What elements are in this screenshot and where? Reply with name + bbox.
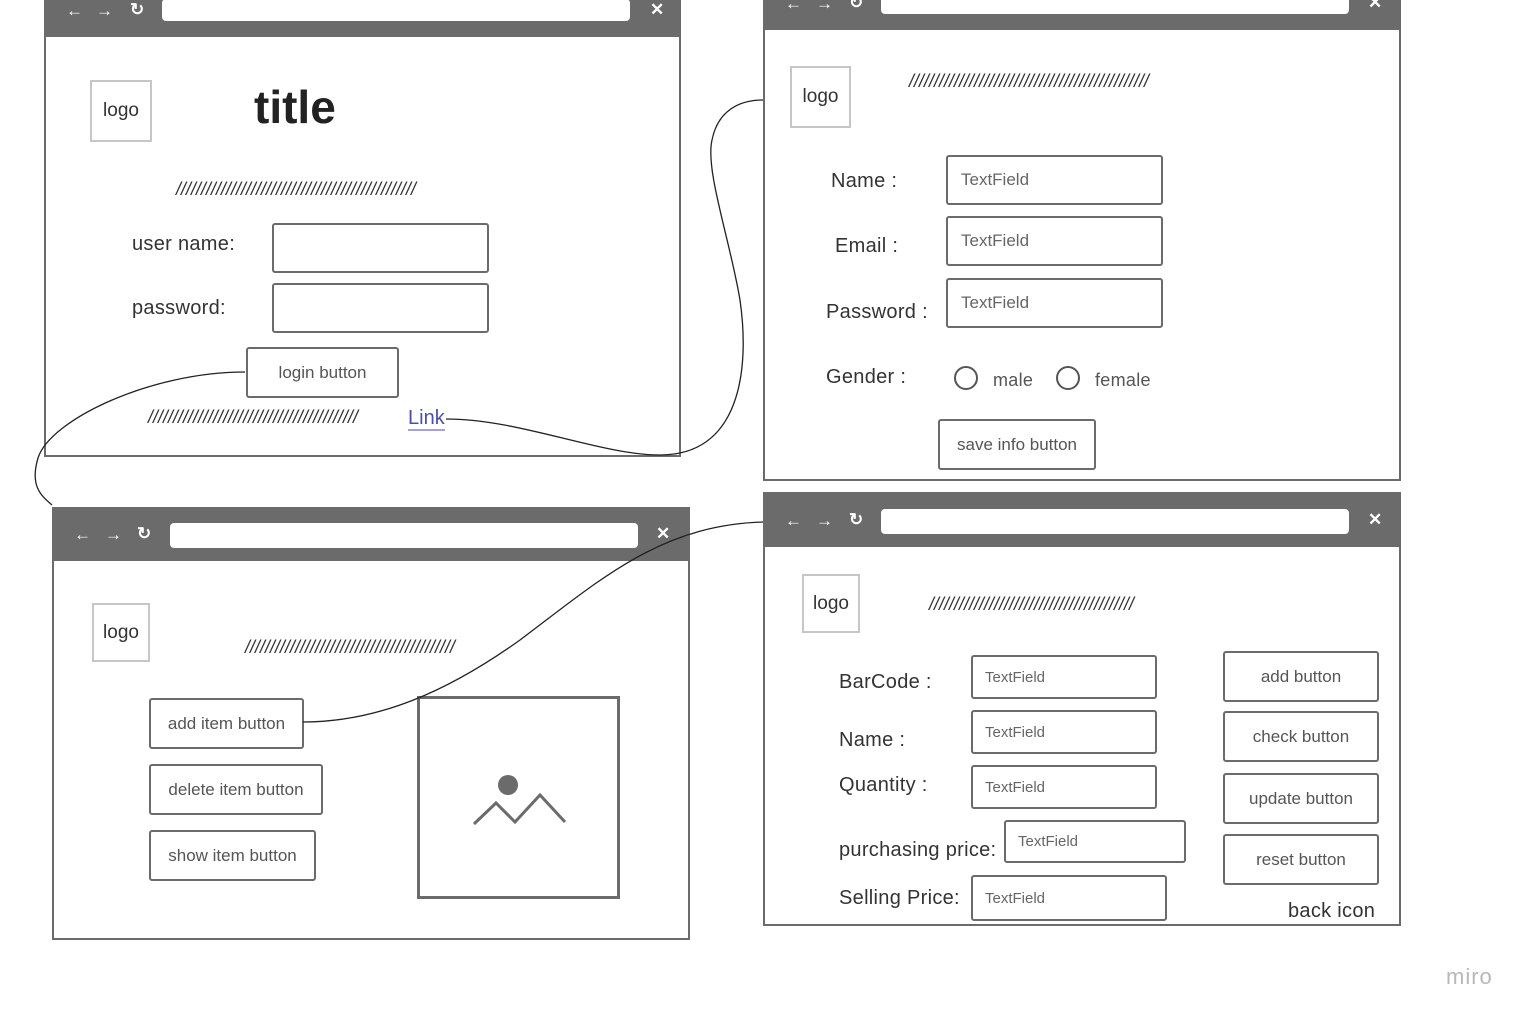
close-icon[interactable]: ✕ [650,0,665,19]
back-icon-label[interactable]: back icon [1288,900,1376,922]
purchasing-price-field[interactable]: TextField [1004,820,1186,863]
login-button[interactable]: login button [246,347,399,398]
username-label: user name: [132,233,236,255]
image-icon [472,775,567,826]
login-window: ← → ↻ ✕ logo title /////////////////////… [44,0,681,457]
purchasing-price-label: purchasing price: [839,839,997,861]
logo: logo [802,574,860,633]
back-arrow-icon[interactable]: ← [785,0,802,13]
placeholder-text: ////////////////////////////////////////… [909,71,1150,91]
address-bar[interactable] [881,0,1349,14]
password-label: password: [132,297,226,319]
selling-price-label: Selling Price: [839,887,960,909]
register-link[interactable]: Link [408,407,445,431]
image-placeholder [417,696,620,899]
reload-icon[interactable]: ↻ [849,0,864,12]
miro-watermark: miro [1446,964,1493,989]
address-bar[interactable] [170,523,638,548]
update-button[interactable]: update button [1223,773,1379,824]
female-label: female [1095,370,1151,390]
page-title: title [254,81,336,133]
items-window: ← → ↻ ✕ logo ///////////////////////////… [52,507,690,940]
password-field[interactable] [272,283,489,333]
name-label: Name : [839,729,906,751]
product-window: ← → ↻ ✕ logo ///////////////////////////… [763,492,1401,926]
quantity-label: Quantity : [839,774,928,796]
placeholder-text: ////////////////////////////////////////… [929,594,1135,614]
close-icon[interactable]: ✕ [1368,510,1383,529]
logo: logo [92,603,150,662]
reload-icon[interactable]: ↻ [130,0,145,19]
logo: logo [90,80,152,142]
male-radio[interactable] [954,366,978,390]
logo: logo [790,66,851,128]
add-item-button[interactable]: add item button [149,698,304,749]
close-icon[interactable]: ✕ [1368,0,1383,12]
back-arrow-icon[interactable]: ← [66,1,83,20]
selling-price-field[interactable]: TextField [971,875,1167,921]
placeholder-text: ////////////////////////////////////////… [245,637,456,657]
placeholder-text: ////////////////////////////////////////… [148,407,359,427]
reload-icon[interactable]: ↻ [849,510,864,529]
name-field[interactable]: TextField [946,155,1163,205]
female-radio[interactable] [1056,366,1080,390]
show-item-button[interactable]: show item button [149,830,316,881]
username-field[interactable] [272,223,489,273]
reload-icon[interactable]: ↻ [137,524,152,543]
male-label: male [993,370,1034,390]
close-icon[interactable]: ✕ [656,524,671,543]
register-window: ← → ↻ ✕ logo ///////////////////////////… [763,0,1401,481]
barcode-label: BarCode : [839,671,932,693]
browser-titlebar: ← → ↻ ✕ [765,0,1399,30]
reset-button[interactable]: reset button [1223,834,1379,885]
browser-titlebar: ← → ↻ ✕ [54,509,688,561]
forward-arrow-icon[interactable]: → [105,525,122,544]
name-field[interactable]: TextField [971,710,1157,754]
placeholder-text: ////////////////////////////////////////… [176,179,417,199]
name-label: Name : [831,170,898,192]
check-button[interactable]: check button [1223,711,1379,762]
email-field[interactable]: TextField [946,216,1163,266]
address-bar[interactable] [881,509,1349,534]
gender-label: Gender : [826,366,907,388]
password-field[interactable]: TextField [946,278,1163,328]
forward-arrow-icon[interactable]: → [96,1,113,20]
browser-titlebar: ← → ↻ ✕ [765,494,1399,547]
browser-titlebar: ← → ↻ ✕ [46,0,679,37]
forward-arrow-icon[interactable]: → [816,511,833,530]
address-bar[interactable] [162,0,630,21]
password-label: Password : [826,301,928,323]
back-arrow-icon[interactable]: ← [74,525,91,544]
add-button[interactable]: add button [1223,651,1379,702]
forward-arrow-icon[interactable]: → [816,0,833,13]
quantity-field[interactable]: TextField [971,765,1157,809]
save-info-button[interactable]: save info button [938,419,1096,470]
back-arrow-icon[interactable]: ← [785,511,802,530]
email-label: Email : [835,235,899,257]
delete-item-button[interactable]: delete item button [149,764,323,815]
barcode-field[interactable]: TextField [971,655,1157,699]
